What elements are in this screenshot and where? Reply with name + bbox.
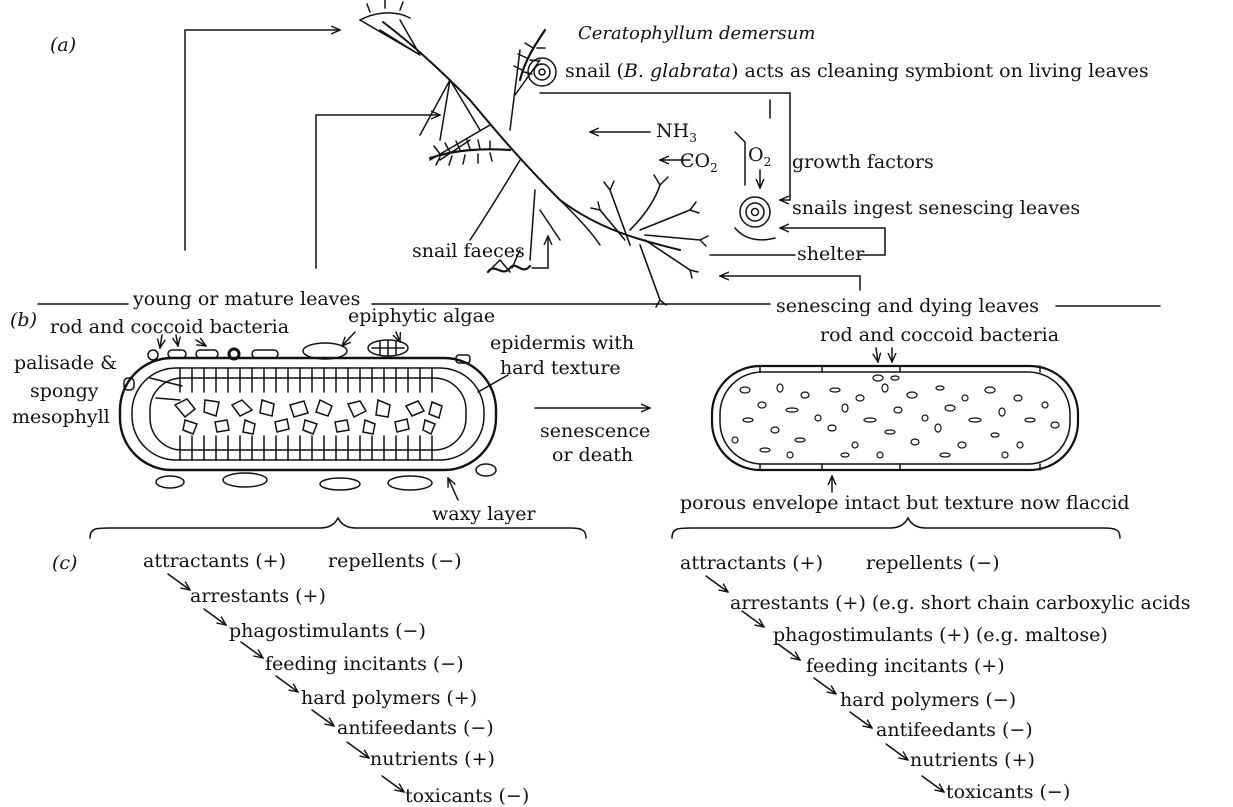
left-attractants: attractants (+) bbox=[143, 552, 286, 571]
growth-factors-label: growth factors bbox=[792, 153, 934, 172]
left-cascade-item: toxicants (−) bbox=[405, 787, 529, 806]
algae-arrow-1 bbox=[342, 332, 355, 346]
left-cascade-item: nutrients (+) bbox=[370, 750, 495, 769]
palisade-label-1: palisade & bbox=[14, 354, 117, 373]
panel-a-label: (a) bbox=[50, 36, 76, 55]
snail-faeces-label: snail faeces bbox=[412, 242, 525, 261]
senescence-label-1: senescence bbox=[540, 422, 650, 441]
faeces-arrow bbox=[532, 236, 548, 268]
nh3-label: NH3 bbox=[656, 122, 697, 144]
left-repellents: repellents (−) bbox=[328, 552, 462, 571]
epiphytic-algae-label: epiphytic algae bbox=[348, 307, 495, 326]
living-leaf-cross-section bbox=[120, 340, 496, 490]
snail-bottom-drawing bbox=[735, 197, 775, 240]
panel-b-label: (b) bbox=[10, 311, 37, 330]
right-cascade-item: phagostimulants (+) (e.g. maltose) bbox=[773, 626, 1108, 645]
epidermis-label-2: hard texture bbox=[500, 359, 621, 378]
shelter-label: shelter bbox=[797, 245, 864, 264]
bacteria-arrow-3 bbox=[196, 340, 206, 346]
right-cascade-item: nutrients (+) bbox=[910, 751, 1035, 770]
panel-c-label: (c) bbox=[52, 554, 77, 573]
right-cascade-item: antifeedants (−) bbox=[876, 721, 1033, 740]
right-cascade-item: arrestants (+) (e.g. short chain carboxy… bbox=[730, 594, 1190, 613]
left-cascade-item: arrestants (+) bbox=[190, 587, 326, 606]
right-repellents: repellents (−) bbox=[866, 554, 1000, 573]
mesophyll-pointer-1 bbox=[150, 378, 182, 386]
right-cascade-item: hard polymers (−) bbox=[840, 691, 1016, 710]
right-attractants: attractants (+) bbox=[680, 554, 823, 573]
epidermis-label-1: epidermis with bbox=[490, 334, 634, 353]
left-cascade-item: hard polymers (+) bbox=[301, 689, 477, 708]
cleaning-symbiont-label: snail (B. glabrata) acts as cleaning sym… bbox=[565, 62, 1149, 81]
left-cascade-item: antifeedants (−) bbox=[337, 719, 494, 738]
species-title: Ceratophyllum demersum bbox=[578, 25, 815, 43]
o2-label: O2 bbox=[748, 146, 771, 168]
dead-leaf-cross-section bbox=[712, 366, 1078, 470]
right-cascade-item: feeding incitants (+) bbox=[806, 657, 1005, 676]
right-brace bbox=[672, 518, 1120, 538]
senescing-return-arrow bbox=[720, 276, 860, 290]
young-leaves-label: young or mature leaves bbox=[133, 290, 360, 309]
palisade-label-2: spongy bbox=[30, 382, 99, 401]
palisade-label-3: mesophyll bbox=[12, 408, 110, 427]
rod-coccoid-bacteria-left-label: rod and coccoid bacteria bbox=[50, 318, 289, 337]
snail-species: B. glabrata bbox=[624, 60, 731, 82]
rod-coccoid-bacteria-right-label: rod and coccoid bacteria bbox=[820, 326, 1059, 345]
mesophyll-pointer-2 bbox=[156, 398, 180, 400]
snails-ingest-label: snails ingest senescing leaves bbox=[792, 199, 1080, 218]
left-cascade-item: feeding incitants (−) bbox=[265, 655, 464, 674]
bacteria-right-arrow-1 bbox=[876, 348, 878, 362]
senescence-label-2: or death bbox=[552, 446, 633, 465]
waxy-pointer bbox=[448, 478, 458, 500]
left-cascade-item: phagostimulants (−) bbox=[229, 622, 426, 641]
co2-label: CO2 bbox=[680, 152, 718, 174]
waxy-layer-label: waxy layer bbox=[432, 505, 536, 524]
senescing-leaves-label: senescing and dying leaves bbox=[776, 297, 1039, 316]
right-cascade-item: toxicants (−) bbox=[946, 783, 1070, 802]
snail-prefix: snail ( bbox=[565, 60, 624, 82]
snail-suffix: ) acts as cleaning symbiont on living le… bbox=[731, 60, 1149, 82]
nh3-link bbox=[735, 132, 745, 185]
porous-envelope-label: porous envelope intact but texture now f… bbox=[680, 494, 1130, 513]
